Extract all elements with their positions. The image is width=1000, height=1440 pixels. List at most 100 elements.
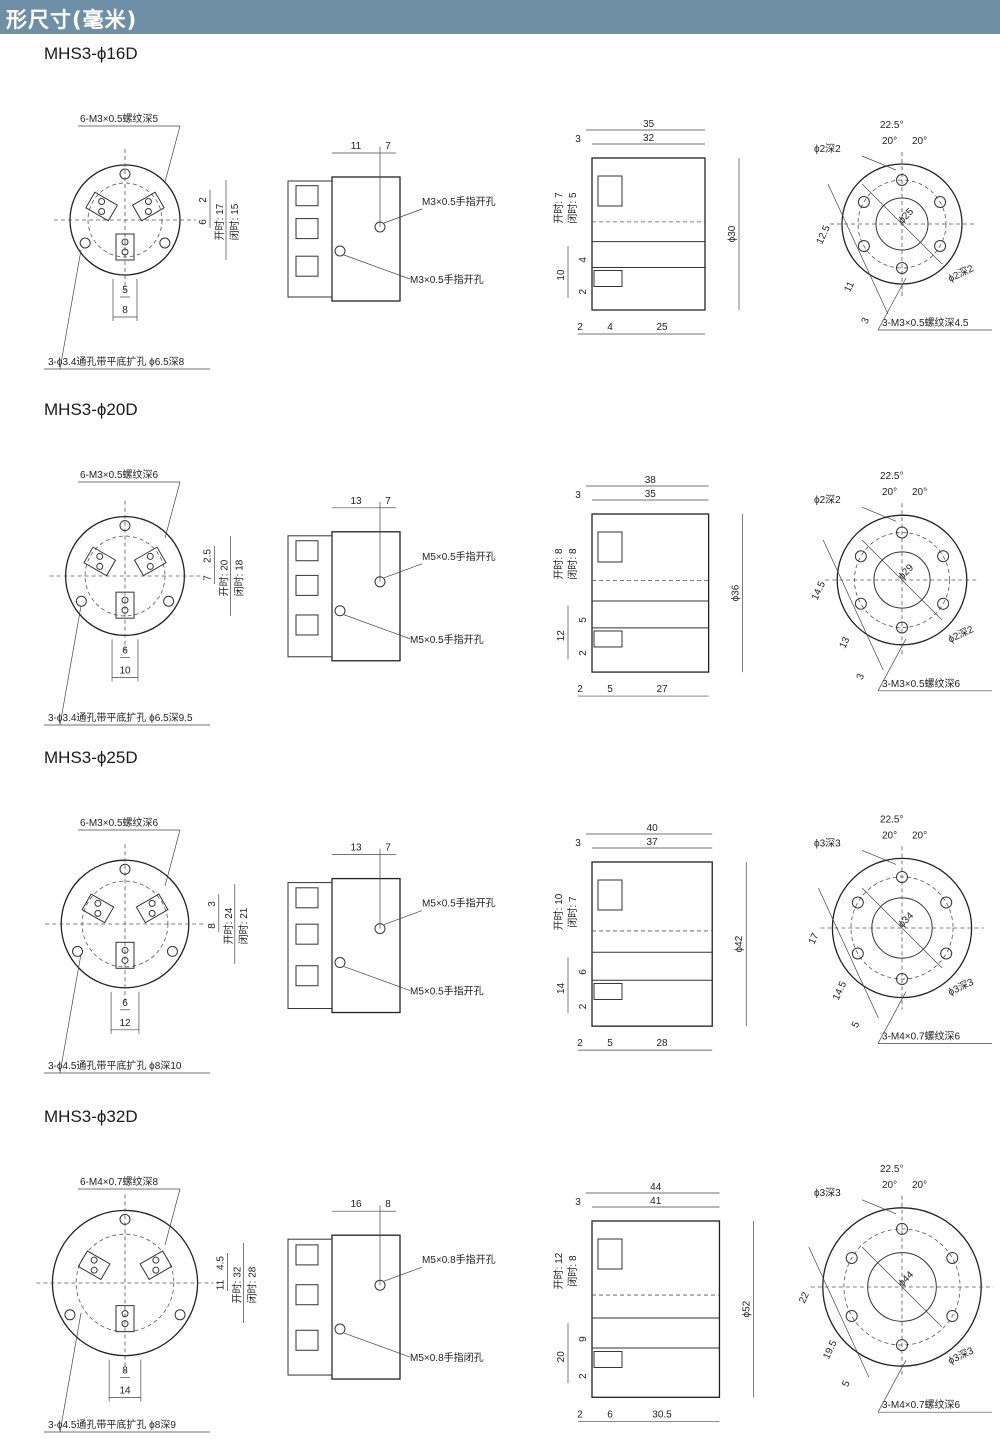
dimension-label: 11 <box>216 1279 227 1290</box>
dimension-label: 开时: 10 <box>553 893 565 930</box>
bottom-jaw <box>593 982 623 1000</box>
pcd-leader <box>861 183 943 265</box>
section-header-bar: 形尺寸(毫米) <box>0 0 1000 34</box>
leader-line <box>383 1266 423 1282</box>
mount-hole <box>845 1310 858 1323</box>
callout-label: ϕ2深2 <box>814 494 841 506</box>
dimension-label: 开时: 32 <box>232 1266 244 1303</box>
dimension-label: 6 <box>578 969 589 975</box>
dimension-label: 2 <box>578 1373 589 1379</box>
section-body <box>591 157 706 311</box>
pcd-leader <box>861 887 943 969</box>
callout-label: 6-M3×0.5螺纹深5 <box>80 112 159 125</box>
leader-line <box>861 506 897 522</box>
model-title: MHS3-ϕ32D <box>44 1107 138 1126</box>
dimension-label: 17 <box>807 931 822 946</box>
dimension-label: 开时: 24 <box>223 907 235 944</box>
leader-line <box>861 850 897 865</box>
jaw-slide <box>295 1329 319 1351</box>
angle-label: 20° <box>912 487 927 498</box>
mount-hole <box>119 520 131 532</box>
mount-hole <box>163 595 175 607</box>
dimension-label: 19.5 <box>821 1338 839 1361</box>
dimension-label: 27 <box>656 684 668 695</box>
callout-label: ϕ3深3 <box>814 1187 841 1199</box>
dimension-label: 35 <box>645 489 657 500</box>
mount-hole <box>72 945 84 957</box>
dimension-label: 5 <box>840 1379 853 1389</box>
leader-line <box>861 1199 897 1215</box>
angle-label: 20° <box>882 830 897 841</box>
callout-label: 3-M4×0.7螺纹深6 <box>882 1030 961 1043</box>
mount-hole <box>119 168 131 180</box>
dimension-label: 8 <box>385 1199 391 1210</box>
dimension-label: 3 <box>207 901 218 907</box>
mount-hole <box>896 1339 908 1352</box>
dimension-label: 3 <box>575 838 581 849</box>
jaw-screw-hole <box>121 248 129 256</box>
mount-hole <box>896 526 908 539</box>
bottom-jaw <box>593 269 623 287</box>
leader-line <box>59 953 82 1074</box>
dimension-label: 2.5 <box>202 549 213 563</box>
dimension-label: 5 <box>607 1038 613 1049</box>
dimension-label: 4 <box>607 322 613 333</box>
dimension-label: 6 <box>198 219 209 225</box>
dimension-label: 40 <box>647 823 659 834</box>
callout-label: 3-ϕ4.5通孔带平底扩孔 ϕ8深9 <box>48 1418 176 1431</box>
body-block <box>331 1234 401 1380</box>
inner-circle <box>84 535 166 617</box>
jaw-slide <box>295 218 319 240</box>
jaw-finger <box>85 191 119 222</box>
finger-close-port <box>334 1323 346 1335</box>
dimension-label: 14.5 <box>810 579 828 602</box>
jaw-finger <box>133 546 167 577</box>
dimension-label: 35 <box>643 119 655 130</box>
jaw-screw-hole <box>121 1320 129 1328</box>
callout-label: ϕ3深3 <box>946 1345 976 1367</box>
jaw-screw-hole <box>121 1310 129 1318</box>
dimension-label: ϕ36 <box>731 584 742 601</box>
callout-label: 3-M3×0.5螺纹深4.5 <box>882 316 969 329</box>
finger-assembly <box>287 882 333 1010</box>
dimension-label: 16 <box>350 1199 362 1210</box>
mount-hole <box>64 1309 76 1321</box>
callout-label: 3-M4×0.7螺纹深6 <box>882 1398 961 1411</box>
jaw-screw-hole <box>121 238 129 246</box>
body-block <box>331 531 401 662</box>
rear-view: ϕ4422.5°20°20°ϕ3深32219.55ϕ3深33-M4×0.7螺纹深… <box>797 1164 994 1413</box>
angle-label: 20° <box>882 487 897 498</box>
section-title: 形尺寸(毫米) <box>6 8 138 32</box>
angle-label: 20° <box>912 1180 927 1191</box>
angle-label: 22.5° <box>880 120 903 131</box>
dimension-label: 2 <box>577 684 583 695</box>
callout-label: M5×0.8手指开孔 <box>422 1253 496 1266</box>
body-outline <box>64 515 186 637</box>
bottom-jaw <box>593 1350 623 1368</box>
dimension-label: 2 <box>578 650 589 656</box>
mount-hole <box>851 947 864 960</box>
jaw-screw-hole <box>121 956 129 964</box>
dimension-label: 12 <box>556 630 567 642</box>
center-boss <box>873 551 931 609</box>
mount-hole <box>857 240 870 252</box>
dimension-label: 闭时: 7 <box>566 896 579 928</box>
leader-line <box>164 481 181 539</box>
mount-hole <box>174 1309 186 1321</box>
mount-hole <box>896 174 908 186</box>
mount-hole <box>940 896 953 909</box>
mount-hole <box>896 870 908 883</box>
dimension-label: 7 <box>202 575 213 581</box>
jaw-slide <box>295 965 319 987</box>
finger-assembly <box>287 1238 333 1376</box>
leader-line <box>59 605 82 726</box>
dimension-label: 5 <box>850 1020 863 1030</box>
callout-label: M5×0.5手指开孔 <box>422 897 496 910</box>
